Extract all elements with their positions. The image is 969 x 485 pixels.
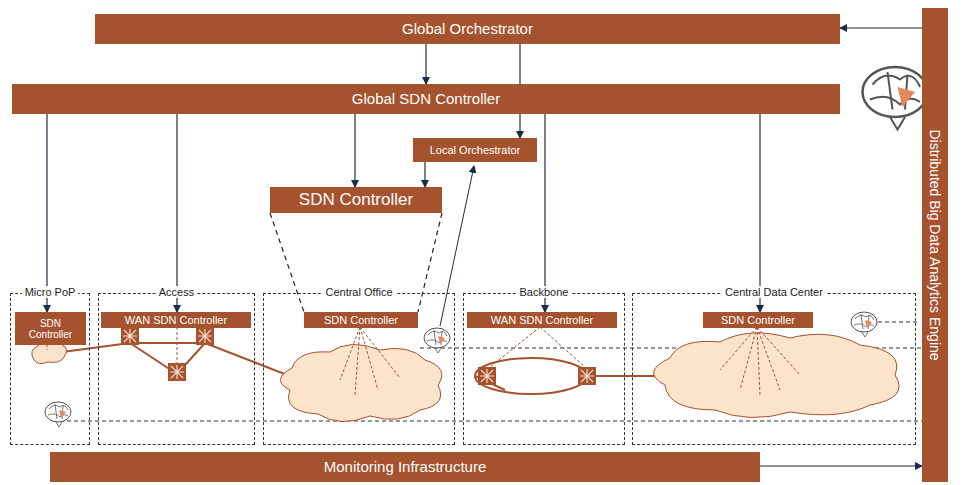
sdn-controller-box: SDN Controller xyxy=(270,187,442,213)
box-label: Monitoring Infrastructure xyxy=(324,459,487,476)
orchestrator-box: Local Orchestrator xyxy=(413,138,537,162)
sdn-controller-box: SDN Controller xyxy=(15,312,86,345)
arrow-connector xyxy=(176,114,177,312)
region-label: Central Office xyxy=(322,286,395,298)
box-label: SDN Controller xyxy=(324,314,398,326)
box-label: Local Orchestrator xyxy=(430,144,520,156)
arrow-connector xyxy=(425,44,426,84)
box-label: WAN SDN Controller xyxy=(491,314,593,326)
analytics-engine-bar: Distributed Big Data Analytics Engine xyxy=(922,8,948,482)
sdn-controller-box: SDN Controller xyxy=(304,312,418,328)
arrow-connector xyxy=(840,27,922,28)
box-label: SDN Controller xyxy=(299,191,413,210)
box-label: SDN Controller xyxy=(721,314,795,326)
domain-region: Micro PoPSDN Controller xyxy=(10,293,90,445)
sdn-controller-box: SDN Controller xyxy=(703,312,813,328)
dashed-link xyxy=(270,213,442,312)
engine-label: Distributed Big Data Analytics Engine xyxy=(927,129,943,360)
sdn-controller-bar: Global SDN Controller xyxy=(12,84,840,114)
domain-region: Central OfficeSDN Controller xyxy=(263,293,455,445)
arrow-connector xyxy=(759,114,760,312)
orchestrator-bar: Global Orchestrator xyxy=(95,14,840,44)
sdn-controller-box: WAN SDN Controller xyxy=(467,312,617,328)
arrow-connector xyxy=(46,114,47,312)
region-label: Access xyxy=(156,286,197,298)
box-label: Global Orchestrator xyxy=(402,21,533,38)
region-label: Backbone xyxy=(517,286,572,298)
monitoring-bar: Monitoring Infrastructure xyxy=(50,452,760,482)
domain-region: AccessWAN SDN Controller xyxy=(98,293,255,445)
arrow-connector xyxy=(424,162,425,187)
arrow-connector xyxy=(354,114,355,187)
region-label: Central Data Center xyxy=(722,286,826,298)
arrow-connector xyxy=(544,114,545,312)
box-label: WAN SDN Controller xyxy=(125,314,227,326)
box-label: Global SDN Controller xyxy=(352,91,500,108)
domain-region: Central Data CenterSDN Controller xyxy=(632,293,916,445)
sdn-controller-box: WAN SDN Controller xyxy=(101,312,251,328)
box-label: SDN Controller xyxy=(20,318,81,340)
domain-region: BackboneWAN SDN Controller xyxy=(463,293,625,445)
region-label: Micro PoP xyxy=(22,286,79,298)
arrow-connector xyxy=(760,465,922,466)
